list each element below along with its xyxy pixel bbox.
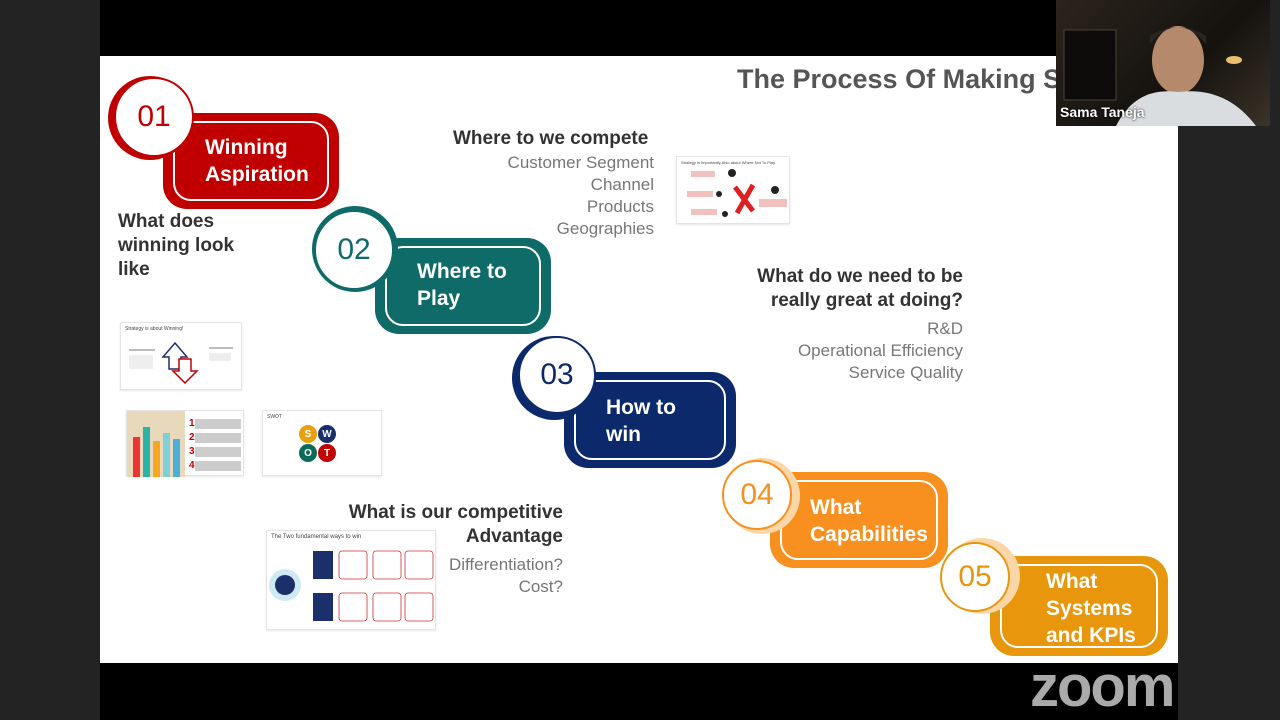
list-item: Cost? bbox=[518, 577, 563, 596]
red-x-icon bbox=[687, 169, 787, 217]
thumbnail-steps: 1 2 3 4 bbox=[126, 410, 244, 477]
step-number: 01 bbox=[114, 77, 194, 157]
thumbnail-where-not-to-play: Strategy is Importantly Also about Where… bbox=[676, 156, 790, 224]
up-down-arrows-icon bbox=[129, 341, 233, 385]
swot-t: T bbox=[318, 444, 336, 462]
participant-name: Sama Taneja bbox=[1060, 104, 1145, 120]
thumbnail-swot: SWOT S W O T bbox=[262, 410, 382, 476]
advantage-list: Differentiation? Cost? bbox=[449, 554, 563, 598]
list-item: Differentiation? bbox=[448, 555, 563, 574]
list-item: Products bbox=[586, 197, 654, 216]
left-margin bbox=[0, 0, 100, 720]
thumb-title: The Two fundamental ways to win bbox=[271, 534, 362, 540]
text-line: Advantage bbox=[465, 526, 563, 547]
num: 3 bbox=[189, 446, 195, 457]
list-item: Service Quality bbox=[848, 363, 963, 382]
step-label: How to bbox=[606, 396, 676, 419]
list-item: Channel bbox=[590, 175, 654, 194]
thumb-title: Strategy is Importantly Also about Where… bbox=[681, 160, 775, 165]
step-label: and KPIs bbox=[1046, 624, 1136, 647]
thumb-title: Strategy is about Winning! bbox=[125, 326, 184, 332]
swot-o: O bbox=[299, 444, 317, 462]
text-line: like bbox=[118, 259, 150, 280]
participant-silhouette bbox=[1063, 26, 1256, 126]
swot-w: W bbox=[318, 425, 336, 443]
swot-s: S bbox=[299, 425, 317, 443]
thumbnail-winning: Strategy is about Winning! bbox=[120, 322, 242, 390]
num: 1 bbox=[189, 418, 195, 429]
text-line: What does bbox=[118, 211, 215, 232]
list-item: Customer Segment bbox=[507, 153, 654, 172]
ways-diagram bbox=[269, 550, 434, 622]
thumbnail-ways-to-win: The Two fundamental ways to win bbox=[266, 530, 436, 630]
step-label: Systems bbox=[1046, 597, 1133, 620]
step-number: 05 bbox=[940, 542, 1010, 612]
step-number: 02 bbox=[314, 210, 394, 290]
question-winning: What does winning look like bbox=[118, 210, 234, 282]
step-numbers: 1 2 3 4 bbox=[189, 417, 195, 473]
participant-video-tile[interactable]: Sama Taneja bbox=[1056, 0, 1270, 126]
text-line: What do we need to be bbox=[757, 266, 963, 287]
slide-title: The Process Of Making S bbox=[737, 64, 1062, 94]
zoom-watermark: zoom bbox=[1030, 654, 1175, 719]
text-line: really great at doing? bbox=[770, 290, 963, 311]
step-label: Aspiration bbox=[205, 163, 309, 186]
step-label: win bbox=[606, 423, 641, 446]
step-label: What bbox=[810, 496, 862, 519]
step-label: Where to bbox=[417, 260, 507, 283]
step-label: Capabilities bbox=[810, 523, 928, 546]
text-line: What is our competitive bbox=[348, 502, 563, 523]
thumb-title: SWOT bbox=[267, 414, 282, 420]
question-compete-heading: Where to we compete bbox=[453, 128, 649, 149]
num: 2 bbox=[189, 432, 195, 443]
question-great-at: What do we need to be really great at doi… bbox=[757, 265, 963, 313]
list-item: Operational Efficiency bbox=[797, 341, 963, 360]
step-label: Winning bbox=[205, 136, 288, 159]
step-label: Play bbox=[417, 287, 461, 310]
step-number: 03 bbox=[518, 336, 596, 414]
list-item: R&D bbox=[927, 319, 963, 338]
swot-grid: S W O T bbox=[299, 425, 337, 462]
step-label: What bbox=[1046, 570, 1098, 593]
step-number: 04 bbox=[722, 460, 792, 530]
list-item: Geographies bbox=[556, 219, 654, 238]
growth-bars-illustration bbox=[127, 411, 241, 477]
num: 4 bbox=[189, 460, 195, 471]
text-line: winning look bbox=[118, 235, 235, 256]
